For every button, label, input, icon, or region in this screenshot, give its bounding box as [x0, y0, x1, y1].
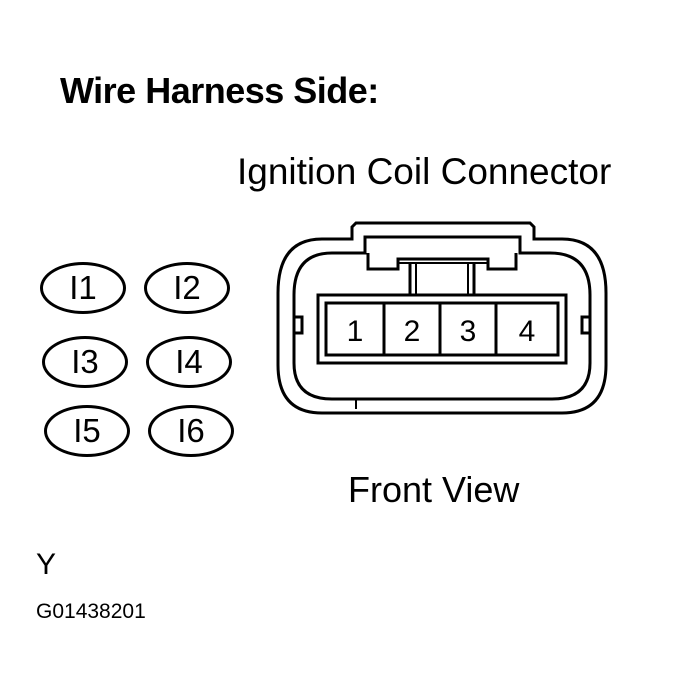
connector-housing-inner: [292, 235, 592, 401]
connector-name: Ignition Coil Connector: [237, 151, 612, 192]
terminal-2: 2: [404, 315, 421, 348]
callout-i6: I6: [148, 405, 234, 457]
callout-i4: I4: [146, 336, 232, 388]
figure-id: G01438201: [36, 600, 146, 623]
diagram-title: Wire Harness Side:: [60, 70, 379, 111]
callout-i2: I2: [144, 262, 230, 314]
callout-i1: I1: [40, 262, 126, 314]
view-label: Front View: [348, 469, 520, 510]
callout-i5: I5: [44, 405, 130, 457]
terminal-1: 1: [347, 315, 364, 348]
connector-front-view: 1 2 3 4: [276, 221, 608, 415]
pin-block-inner: [324, 301, 560, 357]
locking-tab-slot: [397, 258, 489, 264]
terminal-4: 4: [519, 315, 536, 348]
terminal-3: 3: [460, 315, 477, 348]
side-letter: Y: [36, 548, 57, 581]
connector-housing-outer: [276, 221, 608, 415]
locking-tab: [366, 253, 518, 271]
pin-block-outer: [316, 293, 568, 365]
side-notch-left: [294, 315, 304, 335]
callout-i3: I3: [42, 336, 128, 388]
side-notch-right: [580, 315, 590, 335]
